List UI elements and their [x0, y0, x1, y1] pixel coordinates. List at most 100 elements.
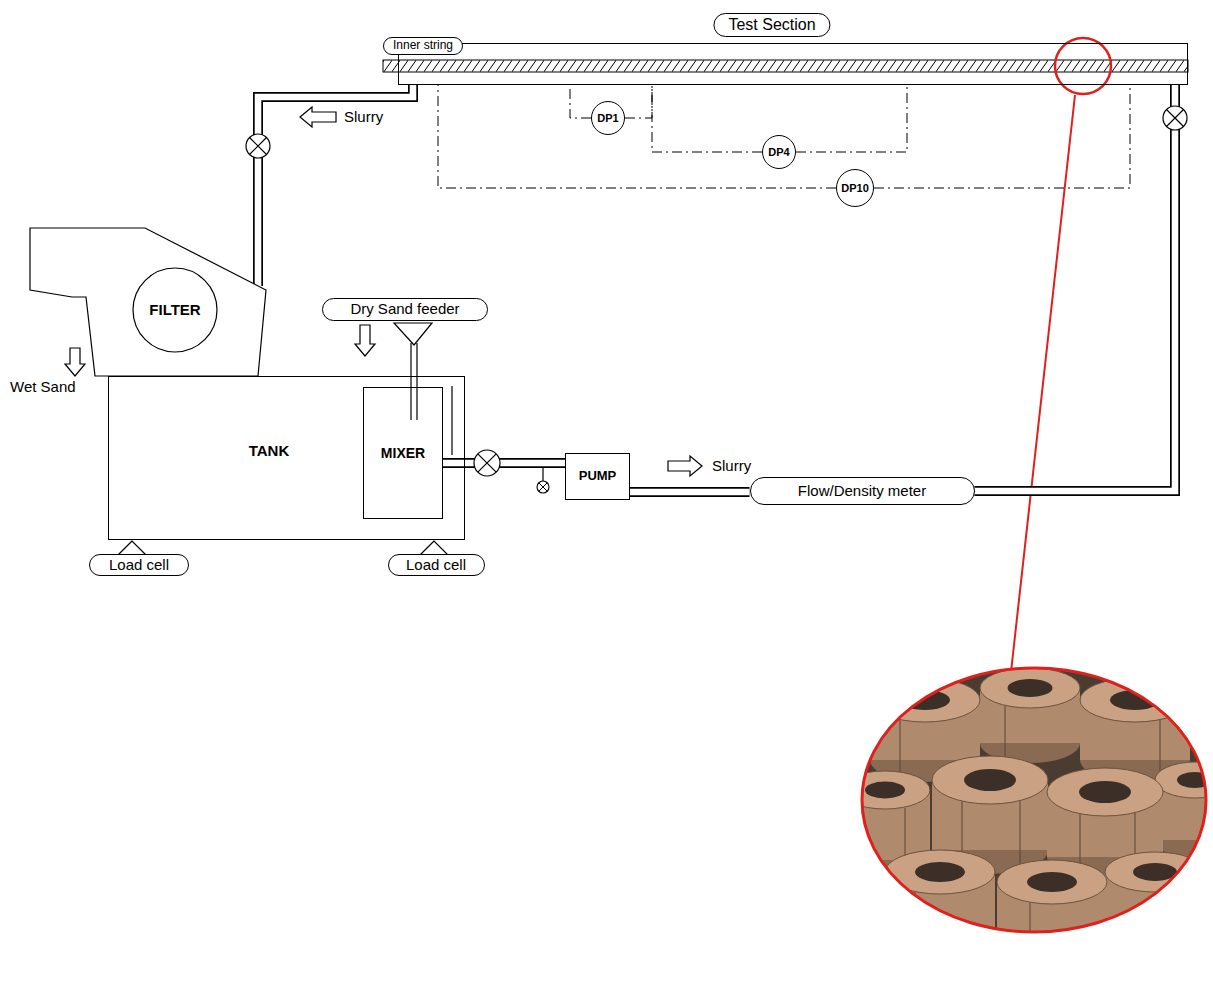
pressure-tap-line: [796, 85, 907, 152]
highlight-circle: [1055, 38, 1111, 94]
node-text: Flow/Density meter: [798, 482, 926, 499]
mixer-wall: [451, 386, 452, 455]
valve-symbol: [246, 134, 270, 158]
part-label: Inner string: [383, 37, 463, 55]
pipe-bore: [258, 85, 413, 286]
flow-arrow: [668, 456, 702, 476]
ring-piece: [1105, 912, 1205, 952]
ring-piece: [1133, 863, 1177, 881]
feeder-label: Dry Sand feeder: [322, 298, 488, 321]
node-text: MIXER: [381, 445, 425, 461]
pipe-wall: [443, 458, 565, 468]
valve-symbol: [1163, 106, 1187, 130]
pipe-wall: [258, 85, 413, 286]
pressure-tap-line: [874, 85, 1130, 188]
filter-drum: [133, 268, 217, 352]
pipe-bore: [443, 460, 565, 467]
pipe-line: [975, 85, 1176, 491]
drain-valve: [542, 468, 543, 481]
feed-arrow: [355, 325, 375, 356]
ring-piece: [1005, 705, 1006, 760]
pressure-tap-line: [652, 85, 762, 152]
pressure-tap-line: [570, 85, 591, 118]
ring-piece: [980, 668, 1080, 763]
test-section: Test Section: [398, 43, 1188, 85]
filter-housing: [30, 228, 266, 376]
ring-piece: [1020, 800, 1021, 870]
ring-piece: [915, 862, 965, 882]
pressure-tap-line: [796, 85, 907, 152]
valve-symbol: [1163, 106, 1187, 130]
pump-box: PUMP: [565, 453, 630, 500]
funnel-symbol: [394, 323, 432, 420]
ring-piece: [1105, 852, 1205, 952]
drain-valve: [537, 481, 549, 493]
drain-valve: [539, 483, 547, 491]
ring-piece: [1079, 781, 1131, 803]
pipe-line: [443, 463, 565, 464]
pressure-tap-line: [874, 85, 1130, 188]
flow-label: Slurry: [710, 457, 753, 474]
ring-piece: [980, 668, 1080, 708]
node-text: DP4: [768, 146, 789, 159]
node-text: FILTER: [149, 301, 200, 318]
filter-unit: FILTER: [30, 228, 266, 376]
ring-piece: [964, 769, 1016, 791]
ring-piece: [1030, 900, 1031, 955]
callout-line: [1010, 95, 1075, 681]
pipe-wall: [975, 85, 1176, 491]
node-text: PUMP: [579, 469, 617, 484]
load-cell-label: Load cell: [89, 554, 189, 575]
ring-piece: [1177, 772, 1213, 788]
pipe-wall: [630, 487, 750, 497]
ring-piece: [840, 771, 930, 809]
discharge-arrow: [65, 348, 85, 376]
node-text: DP1: [597, 112, 618, 125]
pipe-bore: [630, 489, 750, 496]
valve-symbol: [474, 450, 500, 476]
pressure-tap-line: [625, 85, 652, 118]
pressure-sensor: DP1: [591, 101, 625, 135]
pressure-tap-line: [570, 85, 591, 118]
valve-symbol: [246, 134, 270, 158]
ring-piece: [1027, 872, 1077, 892]
pressure-tap-line: [438, 85, 836, 188]
ring-piece: [870, 678, 980, 722]
load-cell-label: Load cell: [388, 554, 485, 575]
ring-piece: [932, 756, 1048, 804]
pressure-sensor: DP4: [762, 135, 796, 169]
pressure-sensor: DP10: [836, 169, 874, 207]
pressure-tap-line: [625, 85, 652, 118]
ring-piece: [997, 860, 1107, 959]
ring-piece: [1047, 768, 1163, 816]
ring-piece: [1008, 679, 1053, 697]
ring-piece: [1080, 678, 1190, 722]
photo-inset: [840, 660, 1213, 959]
ring-piece: [1180, 890, 1181, 950]
node-text: Dry Sand feeder: [350, 300, 459, 317]
node-text: Load cell: [109, 556, 169, 573]
funnel-symbol: [394, 323, 432, 345]
valve-symbol: [478, 454, 496, 472]
pressure-tap-line: [438, 85, 836, 188]
ring-piece: [900, 718, 901, 778]
pipe-bore: [975, 85, 1176, 491]
output-label: Wet Sand: [8, 378, 78, 395]
ring-piece: [915, 890, 916, 950]
node-text: TANK: [249, 442, 290, 459]
node-text: DP10: [841, 182, 869, 195]
filter-housing: [30, 228, 266, 376]
flow-arrow: [300, 107, 336, 127]
funnel-symbol: [416, 343, 417, 420]
photo-frame: [862, 668, 1206, 932]
pipe-line: [630, 492, 750, 493]
mixer-box: MIXER: [363, 387, 443, 519]
tank-box: MIXER TANK: [108, 376, 465, 540]
ring-piece: [997, 860, 1107, 904]
ring-piece: [885, 850, 995, 894]
ring-piece: [885, 850, 995, 954]
pipe-line: [258, 85, 413, 286]
